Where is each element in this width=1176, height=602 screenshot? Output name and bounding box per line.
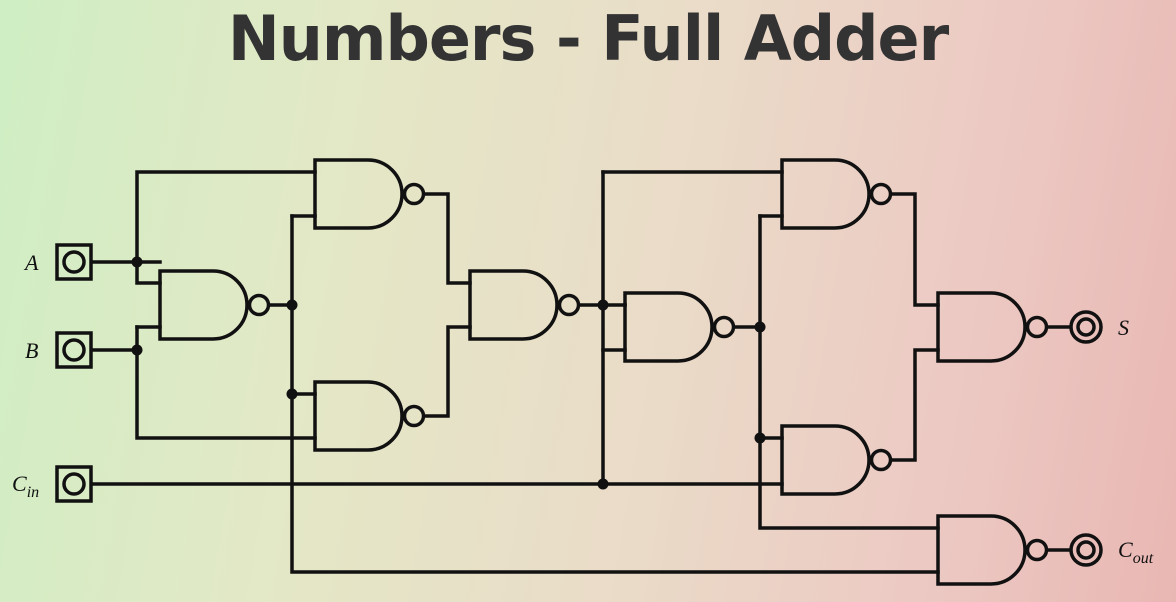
output-s-terminal (1069, 310, 1103, 344)
nand-8 (936, 291, 1049, 363)
input-a-terminal (55, 243, 93, 281)
nand-7 (780, 424, 893, 496)
nand-5 (623, 291, 736, 363)
output-cout-main: C (1118, 537, 1133, 562)
input-cin-terminal (55, 465, 93, 503)
input-a-label: A (23, 250, 39, 275)
output-cout-terminal (1069, 533, 1103, 567)
input-cin-main: C (12, 471, 27, 496)
nand-1 (158, 269, 271, 341)
page-title: Numbers - Full Adder (227, 2, 949, 75)
nand-9 (936, 514, 1049, 586)
output-cout-sub: out (1133, 550, 1154, 567)
input-cin-label: Cin (12, 471, 39, 501)
input-b-terminal (55, 331, 93, 369)
input-b-label: B (25, 338, 38, 363)
nand-2 (313, 158, 426, 230)
output-s-label: S (1118, 315, 1129, 340)
nand-6 (780, 158, 893, 230)
junction-dots (131, 256, 766, 490)
wires (90, 170, 1072, 574)
input-cin-sub: in (27, 484, 39, 501)
nand-4 (468, 269, 581, 341)
nand-3 (313, 380, 426, 452)
output-cout-label: Cout (1118, 537, 1154, 567)
